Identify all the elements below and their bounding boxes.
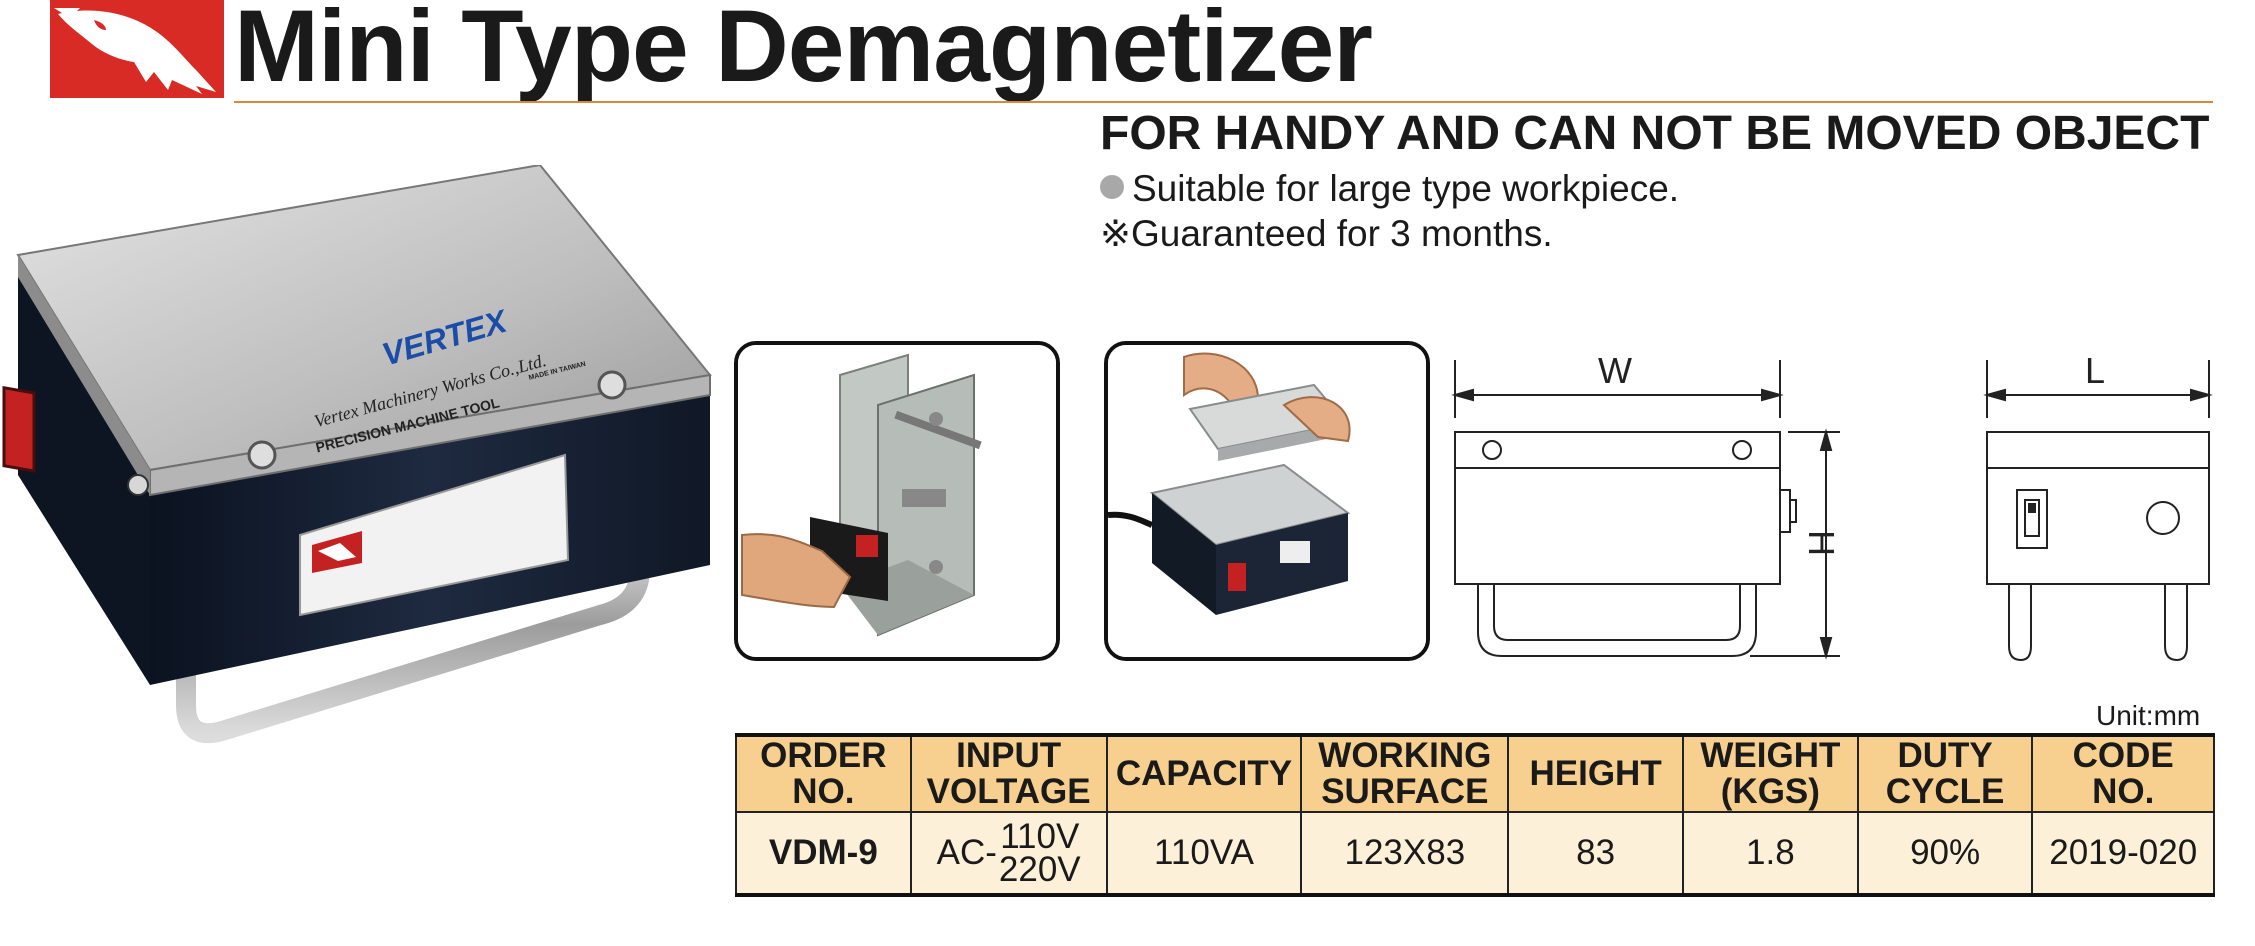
usage-photo-2 [1104,341,1430,661]
cell-duty-cycle: 90% [1856,811,2034,897]
cell-working-surface: 123X83 [1300,811,1510,897]
length-dimension-label: L [2085,350,2106,391]
header-capacity: CAPACITY [1105,734,1303,813]
cell-order-no: VDM-9 [735,811,912,897]
cell-code-no: 2019-020 [2031,811,2215,897]
bullet-icon [1100,175,1124,199]
side-view-drawing: L [1975,350,2215,670]
voltage-low: 220V [998,850,1081,889]
header-weight: WEIGHT(KGS) [1681,734,1859,813]
feature-1: Suitable for large type workpiece. [1100,168,1679,210]
unit-label: Unit:mm [2096,700,2201,731]
header-height: HEIGHT [1507,734,1684,813]
cell-capacity: 110VA [1105,811,1303,897]
voltage-high: 110V [1000,817,1080,856]
product-image: VERTEX Vertex Machinery Works Co.,Ltd. P… [0,163,720,765]
height-dimension-label: H [1801,530,1842,556]
eagle-logo [50,0,224,98]
width-dimension-label: W [1598,350,1632,391]
feature-1-text: Suitable for large type workpiece. [1132,168,1680,209]
front-view-drawing: W H [1450,350,1870,670]
cell-height: 83 [1507,811,1684,897]
usage-photo-1 [734,341,1060,661]
subtitle: FOR HANDY AND CAN NOT BE MOVED OBJECT [1100,107,2210,160]
voltage-prefix: AC- [936,833,997,872]
page-title: Mini Type Demagnetizer [234,0,1373,103]
title-divider [234,101,2213,103]
cell-weight: 1.8 [1681,811,1859,897]
feature-2: ※Guaranteed for 3 months. [1100,213,1553,254]
